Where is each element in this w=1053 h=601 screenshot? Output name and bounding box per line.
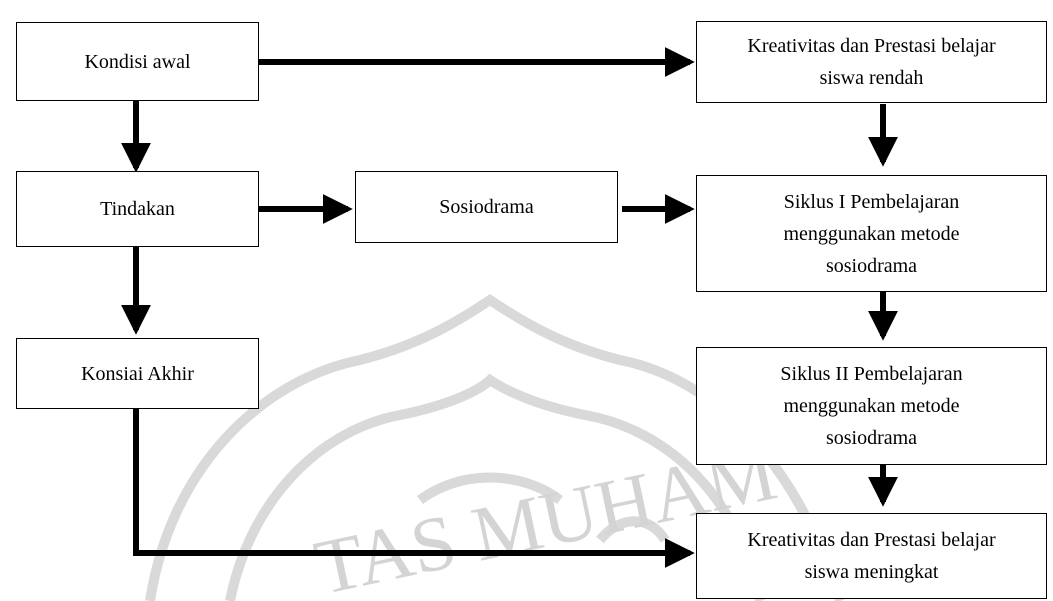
box-kondisi-akhir-label: Konsiai Akhir <box>81 362 194 385</box>
box-siklus-2-line-2: menggunakan metode <box>783 395 960 417</box>
box-siklus-1-line-2: menggunakan metode <box>783 222 960 245</box>
box-siklus-2-line-3: sosiodrama <box>825 427 918 449</box>
box-siklus-1-line-1: Siklus I Pembelajaran <box>783 190 960 213</box>
box-siklus-1-line-3: sosiodrama <box>825 254 918 277</box>
box-kondisi-awal: Kondisi awal <box>16 22 259 101</box>
box-kreativitas-rendah-line-2: siswa rendah <box>819 67 924 89</box>
box-siklus-2: Siklus II Pembelajaran menggunakan metod… <box>696 347 1047 465</box>
box-kreativitas-rendah-line-1: Kreativitas dan Prestasi belajar <box>747 35 996 57</box>
box-kondisi-akhir: Konsiai Akhir <box>16 338 259 409</box>
box-kreativitas-meningkat-line-1: Kreativitas dan Prestasi belajar <box>747 529 996 551</box>
box-kondisi-awal-label: Kondisi awal <box>84 50 191 73</box>
box-siklus-2-line-1: Siklus II Pembelajaran <box>780 363 963 385</box>
box-sosiodrama-label: Sosiodrama <box>439 196 534 218</box>
box-siklus-1: Siklus I Pembelajaran menggunakan metode… <box>696 175 1047 292</box>
box-kreativitas-meningkat-line-2: siswa meningkat <box>804 561 939 583</box>
box-kreativitas-rendah: Kreativitas dan Prestasi belajar siswa r… <box>696 21 1047 103</box>
box-tindakan: Tindakan <box>16 171 259 247</box>
box-kreativitas-meningkat: Kreativitas dan Prestasi belajar siswa m… <box>696 513 1047 599</box>
box-tindakan-label: Tindakan <box>100 198 175 220</box>
arrow-kondisi-akhir-to-kreativitas-meningkat <box>133 408 695 568</box>
box-sosiodrama: Sosiodrama <box>355 171 618 243</box>
